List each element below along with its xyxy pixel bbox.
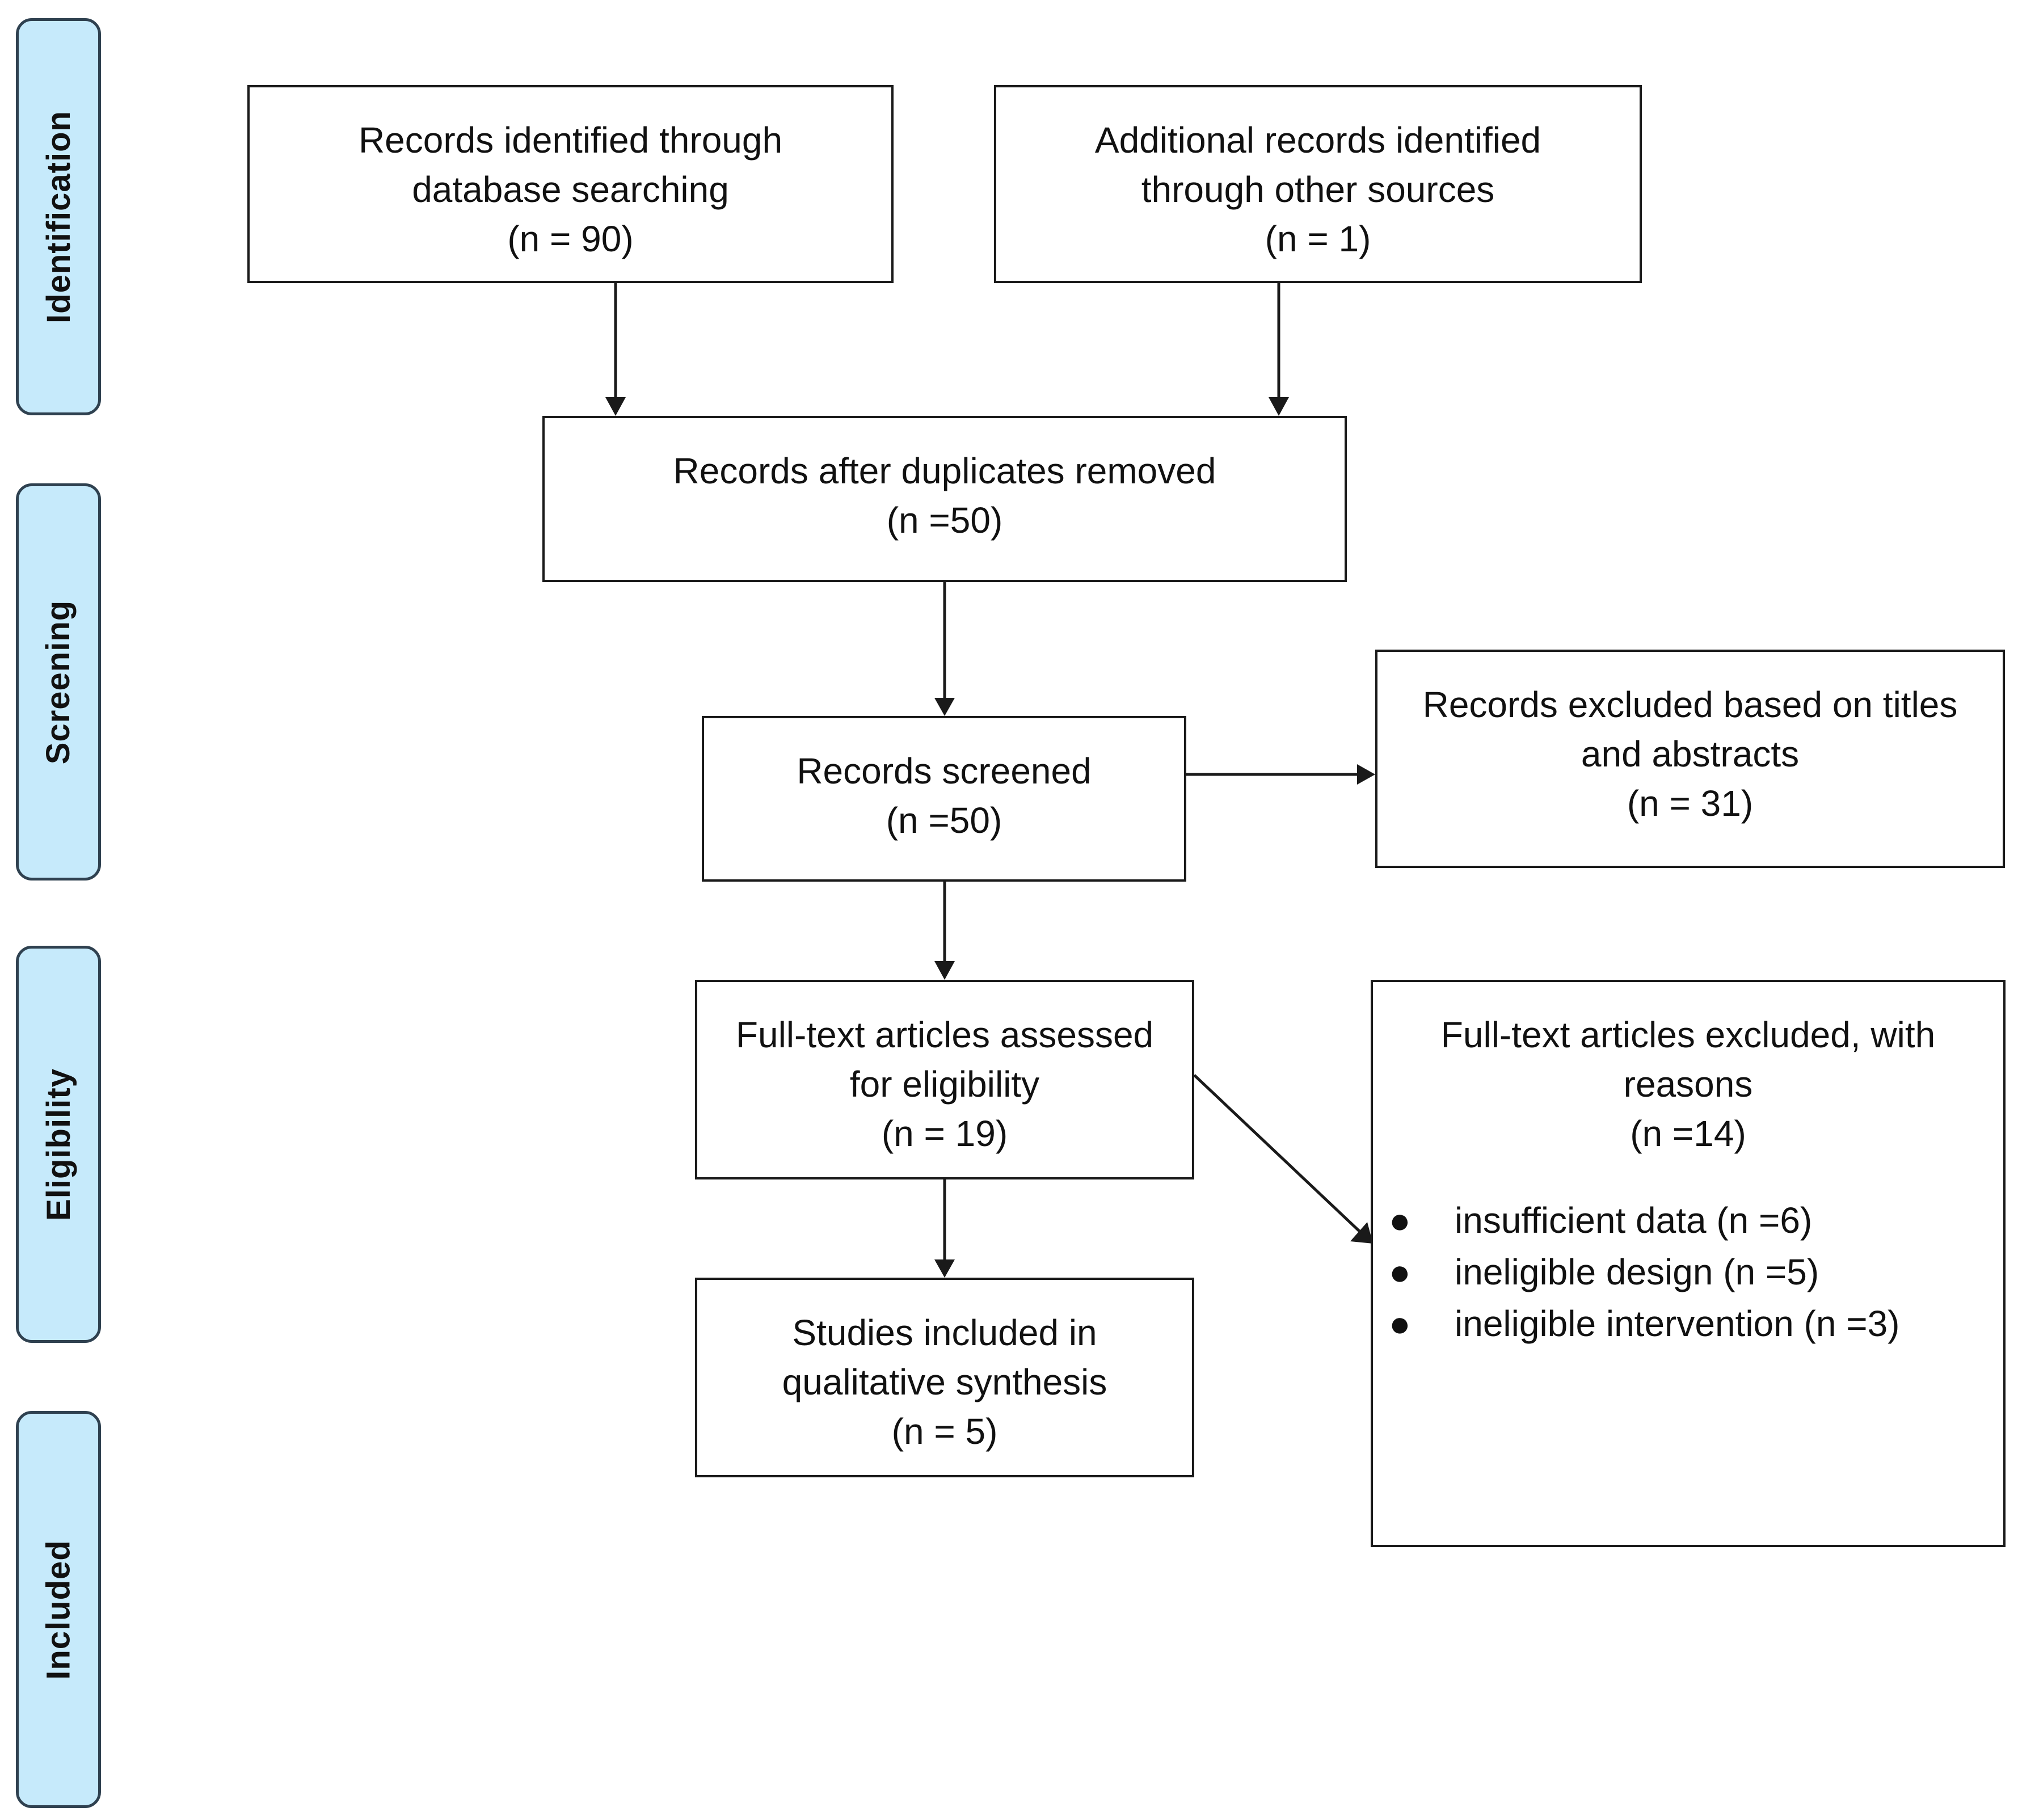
box-studies-included: Studies included in qualitative synthesi… xyxy=(695,1278,1194,1477)
bullet-icon: ● xyxy=(1389,1303,1411,1344)
arrowhead-icon xyxy=(1350,1222,1373,1244)
exclusion-reason-text: ineligible design (n =5) xyxy=(1455,1252,1819,1292)
box-studies-included-line2: qualitative synthesis xyxy=(782,1362,1107,1402)
list-item: ● ineligible intervention (n =3) xyxy=(1373,1298,2003,1350)
box-studies-included-line1: Studies included in xyxy=(792,1312,1097,1353)
box-excluded-titles-line2: and abstracts xyxy=(1581,734,1800,774)
box-fulltext-excluded-line1: Full-text articles excluded, with xyxy=(1440,1014,1936,1055)
stage-eligibility: Eligibility xyxy=(16,946,101,1343)
box-records-screened: Records screened (n =50) xyxy=(702,716,1186,882)
stage-included-label: Included xyxy=(40,1539,77,1680)
bullet-icon: ● xyxy=(1389,1200,1411,1241)
box-fulltext-excluded-line2: reasons xyxy=(1623,1064,1753,1105)
stage-identification: Identification xyxy=(16,18,101,415)
box-database-records-count: (n = 90) xyxy=(507,218,634,259)
box-excluded-titles-line1: Records excluded based on titles xyxy=(1422,684,1958,725)
box-other-records: Additional records identified through ot… xyxy=(994,85,1642,283)
arrowhead-icon xyxy=(1269,397,1289,416)
stage-identification-label: Identification xyxy=(40,110,77,323)
arrowhead-icon xyxy=(934,1259,955,1278)
stage-eligibility-label: Eligibility xyxy=(40,1068,77,1221)
box-database-records-line1: Records identified through xyxy=(358,120,783,161)
arrow-fulltext-to-excluded xyxy=(1193,1074,1360,1232)
box-fulltext-excluded-count: (n =14) xyxy=(1630,1113,1746,1154)
arrowhead-icon xyxy=(934,961,955,980)
box-fulltext-excluded: Full-text articles excluded, with reason… xyxy=(1371,980,2006,1547)
exclusion-reason-text: insufficient data (n =6) xyxy=(1455,1200,1813,1241)
box-excluded-titles-abstracts: Records excluded based on titles and abs… xyxy=(1375,650,2005,868)
arrowhead-icon xyxy=(605,397,626,416)
bullet-icon: ● xyxy=(1389,1252,1411,1292)
arrowhead-icon xyxy=(934,698,955,716)
box-after-duplicates-line1: Records after duplicates removed xyxy=(673,450,1216,491)
box-records-screened-line1: Records screened xyxy=(797,751,1092,791)
box-fulltext-assessed-line1: Full-text articles assessed xyxy=(735,1014,1154,1055)
stage-screening-label: Screening xyxy=(40,600,77,764)
box-after-duplicates-count: (n =50) xyxy=(886,500,1003,541)
stage-screening: Screening xyxy=(16,483,101,880)
box-database-records: Records identified through database sear… xyxy=(247,85,894,283)
list-item: ● insufficient data (n =6) xyxy=(1373,1195,2003,1246)
box-fulltext-assessed-count: (n = 19) xyxy=(881,1113,1008,1154)
box-fulltext-assessed-line2: for eligibility xyxy=(849,1064,1040,1105)
box-after-duplicates: Records after duplicates removed (n =50) xyxy=(542,416,1347,582)
box-excluded-titles-count: (n = 31) xyxy=(1627,783,1754,824)
box-other-records-count: (n = 1) xyxy=(1265,218,1371,259)
arrowhead-icon xyxy=(1357,764,1375,785)
exclusion-reason-text: ineligible intervention (n =3) xyxy=(1455,1303,1900,1344)
box-fulltext-assessed: Full-text articles assessed for eligibil… xyxy=(695,980,1194,1179)
box-database-records-line2: database searching xyxy=(412,169,729,210)
stage-included: Included xyxy=(16,1411,101,1808)
list-item: ● ineligible design (n =5) xyxy=(1373,1246,2003,1298)
exclusion-reasons-list: ● insufficient data (n =6) ● ineligible … xyxy=(1373,1195,2003,1350)
box-other-records-line2: through other sources xyxy=(1141,169,1495,210)
box-records-screened-count: (n =50) xyxy=(886,800,1002,841)
box-studies-included-count: (n = 5) xyxy=(891,1411,998,1452)
box-other-records-line1: Additional records identified xyxy=(1094,120,1541,161)
